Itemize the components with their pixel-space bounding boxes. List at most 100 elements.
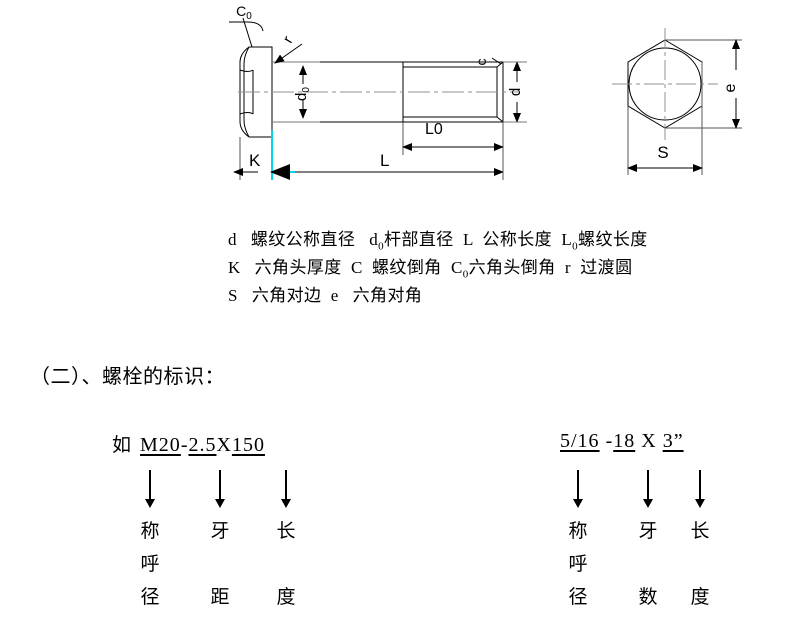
arrow-down-icon xyxy=(281,470,291,508)
legend-symbol: d xyxy=(369,230,379,249)
label-char xyxy=(271,548,301,581)
label-char xyxy=(633,548,663,581)
label-char: 距 xyxy=(210,587,230,608)
legend-symbol-sub: 0 xyxy=(572,240,579,253)
marking-arrows xyxy=(560,470,789,510)
marking-multiplier: X xyxy=(216,434,232,456)
label-char: 径 xyxy=(568,587,588,608)
label-char: 长 xyxy=(276,521,296,542)
legend-desc: 六角对边 xyxy=(251,286,322,305)
legend-desc: 螺纹公称直径 xyxy=(250,230,356,249)
label-char: 度 xyxy=(690,587,710,608)
marking-label-threads: 牙 数 xyxy=(633,515,663,614)
dim-L0 xyxy=(402,122,504,155)
marking-segment-pitch: 2.5 xyxy=(188,434,217,456)
bolt-engineering-drawing: d0 d c L0 L xyxy=(0,0,789,210)
dim-label-L0: L0 xyxy=(425,121,443,138)
label-char: 牙 xyxy=(210,521,230,542)
label-char: 称 xyxy=(140,521,160,542)
symbol-legend: d 螺纹公称直径 d0杆部直径 L 公称长度 L0螺纹长度 K 六角头厚度 C … xyxy=(228,226,748,310)
legend-symbol: d xyxy=(228,230,237,249)
marking-code-line: 5/16 -18 X 3” xyxy=(560,430,684,458)
legend-symbol: C xyxy=(450,258,463,277)
arrow-down-icon xyxy=(643,470,653,508)
legend-desc: 螺纹倒角 xyxy=(372,258,442,277)
legend-symbol: S xyxy=(228,286,238,305)
dim-d xyxy=(503,61,527,123)
dim-label-e: e xyxy=(722,83,739,92)
dim-label-C0: C0 xyxy=(236,3,252,22)
legend-row-3: S 六角对边 e 六角对角 xyxy=(228,282,748,310)
label-char xyxy=(205,548,235,581)
marking-code-line: 如 M20-2.5X150 xyxy=(112,430,265,458)
section-heading: （二）、螺栓的标识： xyxy=(30,366,225,388)
label-char xyxy=(685,548,715,581)
legend-desc: 螺纹长度 xyxy=(578,230,648,249)
legend-desc: 六角头倒角 xyxy=(468,258,556,277)
marking-label-length: 长 度 xyxy=(685,515,715,614)
marking-label-diameter: 称 呼 径 xyxy=(135,515,165,614)
marking-separator: - xyxy=(599,430,614,452)
label-char: 长 xyxy=(690,521,710,542)
label-char: 呼 xyxy=(140,554,160,575)
dim-S xyxy=(627,62,703,175)
c-leader xyxy=(491,57,502,65)
legend-symbol-sub: 0 xyxy=(378,240,385,253)
dim-K xyxy=(233,137,258,180)
marking-segment-length: 150 xyxy=(231,434,265,456)
arrow-down-icon xyxy=(695,470,705,508)
label-char: 数 xyxy=(638,587,658,608)
legend-desc: 杆部直径 xyxy=(384,230,454,249)
dim-e xyxy=(665,39,742,129)
marking-label-diameter: 称 呼 径 xyxy=(563,515,593,614)
legend-desc: 过渡圆 xyxy=(580,258,633,277)
legend-row-2: K 六角头厚度 C 螺纹倒角 C0六角头倒角 r 过渡圆 xyxy=(228,254,748,282)
dim-label-L: L xyxy=(380,151,389,170)
head-facet-bottom xyxy=(239,112,254,115)
thread-chamfer-bottom xyxy=(496,116,504,123)
arrow-down-icon xyxy=(145,470,155,508)
legend-symbol: e xyxy=(330,286,339,305)
label-char: 称 xyxy=(568,521,588,542)
marking-segment-diameter: M20 xyxy=(140,434,181,456)
legend-desc: 六角对角 xyxy=(352,286,423,305)
drawing-svg: d0 d c L0 L xyxy=(229,3,742,180)
dim-label-c: c xyxy=(473,59,489,66)
arrow-down-icon xyxy=(573,470,583,508)
legend-desc: 六角头厚度 xyxy=(254,258,342,277)
thread-chamfer-top xyxy=(496,61,504,68)
dim-label-r: r xyxy=(279,33,296,46)
legend-symbol-sub: 0 xyxy=(462,268,469,281)
marking-example-metric: 如 M20-2.5X150 称 呼 径 牙 距 长 度 xyxy=(112,430,296,608)
dim-label-d0: d0 xyxy=(293,87,312,101)
marking-multiplier: X xyxy=(635,430,663,452)
legend-symbol: C xyxy=(350,258,363,277)
callout-C0 xyxy=(229,17,264,48)
marking-label-pitch: 牙 距 xyxy=(205,515,235,614)
legend-symbol: r xyxy=(564,258,571,277)
legend-row-1: d 螺纹公称直径 d0杆部直径 L 公称长度 L0螺纹长度 xyxy=(228,226,748,254)
dim-L xyxy=(272,147,504,180)
dim-label-K: K xyxy=(249,151,261,170)
marking-example-imperial: 5/16 -18 X 3” 称 呼 径 牙 数 长 度 xyxy=(560,430,710,608)
marking-label-length: 长 度 xyxy=(271,515,301,614)
callout-r xyxy=(274,43,303,64)
marking-segment-diameter: 5/16 xyxy=(560,430,600,452)
dim-label-S: S xyxy=(657,143,668,162)
legend-symbol: L xyxy=(561,230,573,249)
head-facet-top xyxy=(239,69,254,72)
marking-arrows xyxy=(112,470,372,510)
legend-symbol: L xyxy=(462,230,474,249)
label-char: 呼 xyxy=(568,554,588,575)
label-char: 度 xyxy=(276,587,296,608)
marking-separator: - xyxy=(180,434,189,456)
marking-segment-threads: 18 xyxy=(613,430,636,452)
label-char: 牙 xyxy=(638,521,658,542)
marking-segment-length: 3” xyxy=(662,430,684,452)
arrow-down-icon xyxy=(215,470,225,508)
marking-prefix: 如 xyxy=(112,435,133,456)
legend-symbol: K xyxy=(228,258,241,277)
label-char: 径 xyxy=(140,587,160,608)
dim-label-d: d xyxy=(507,88,524,96)
